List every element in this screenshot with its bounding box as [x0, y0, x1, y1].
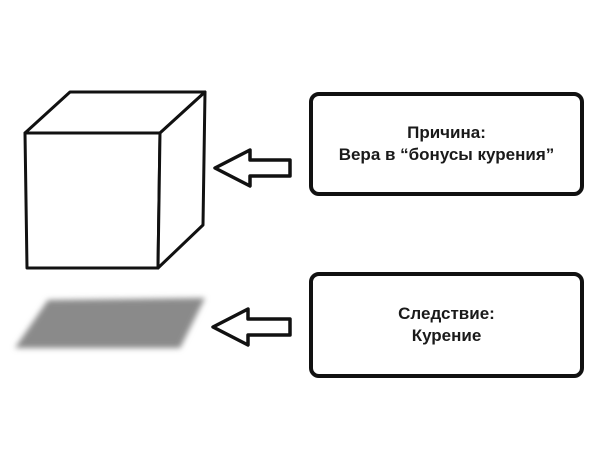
effect-title: Следствие:: [398, 304, 495, 323]
effect-box: Следствие: Курение: [309, 272, 584, 378]
cause-title: Причина:: [407, 123, 486, 142]
effect-text: Курение: [411, 326, 482, 345]
cause-box: Причина: Вера в “бонусы курения”: [309, 92, 584, 196]
cause-text: Вера в “бонусы курения”: [338, 145, 555, 164]
arrow-to-cube: [213, 148, 292, 188]
cube-front-face: [23, 131, 162, 270]
cube-shadow: [15, 298, 205, 348]
cube: [23, 90, 207, 270]
cube-side-face: [156, 90, 207, 270]
arrow-to-shadow: [211, 307, 292, 347]
